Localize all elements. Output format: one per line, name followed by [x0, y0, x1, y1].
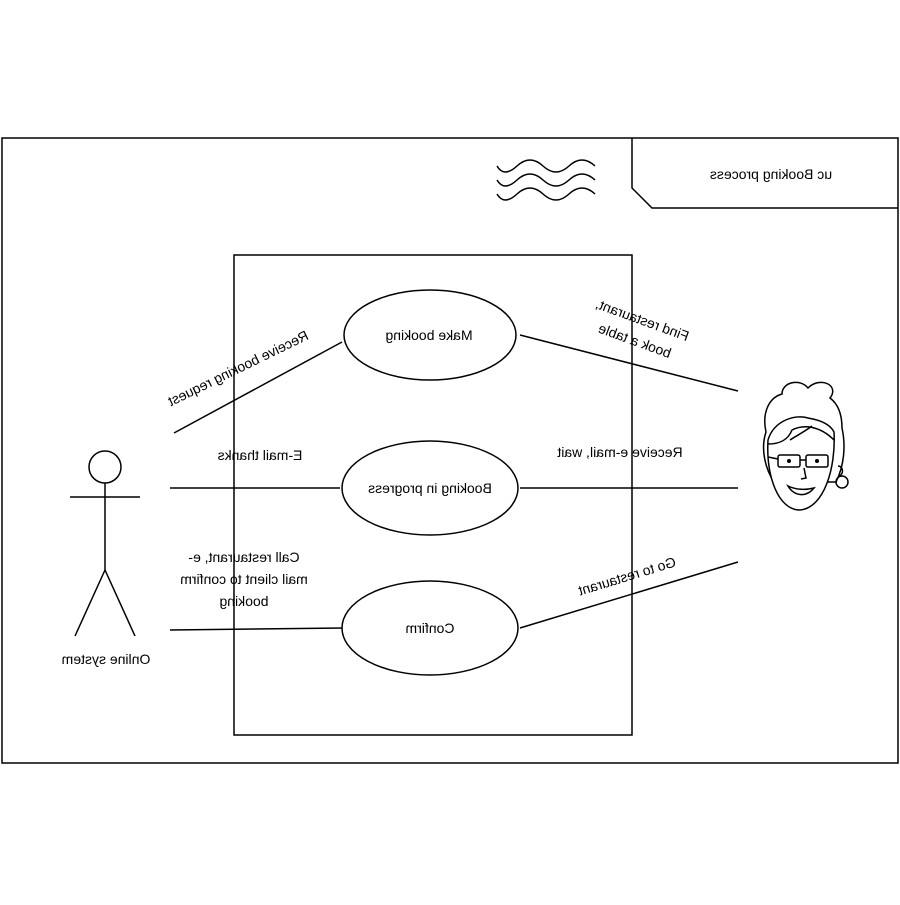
label-call-restaurant: Call restaurant, e- mail client to confi…	[180, 549, 308, 609]
association-label-call-restaurant-line1: Call restaurant, e-	[188, 549, 300, 565]
wave-decoration-icon	[496, 159, 596, 201]
association-find-restaurant	[519, 334, 739, 392]
association-label-call-restaurant-line2: mail client to confirm	[180, 571, 308, 587]
diagram-frame	[1, 137, 899, 764]
stick-figure-actor-icon	[70, 450, 140, 637]
use-case-make-booking-ellipse	[343, 289, 517, 381]
label-email-thanks: E-mail thanks	[218, 447, 303, 463]
association-label-receive-request: Receive booking request	[165, 327, 311, 409]
use-case-confirm: Confirm	[405, 620, 454, 636]
frame-title-text: uc Booking process	[710, 166, 832, 182]
association-call-restaurant	[169, 627, 345, 631]
label-find-restaurant: Find restaurant, book a table	[594, 295, 692, 361]
association-receive-request	[173, 341, 343, 434]
association-label-go-to-restaurant: Go to restaurant	[576, 554, 678, 599]
use-case-confirm-label: Confirm	[405, 620, 454, 636]
frame-title-tab	[631, 138, 898, 209]
label-go-to-restaurant: Go to restaurant	[576, 554, 678, 599]
association-label-call-restaurant-line3: booking	[219, 593, 268, 609]
use-case-booking-in-progress-ellipse	[341, 440, 519, 536]
woman-with-glasses-icon	[762, 381, 849, 511]
label-receive-email: Receive e-mail, wait	[557, 444, 682, 460]
label-receive-booking-request: Receive booking request	[165, 327, 311, 409]
frame-title: uc Booking process	[710, 166, 832, 182]
use-case-make-booking-label: Make booking	[385, 327, 472, 343]
association-label-receive-email: Receive e-mail, wait	[557, 444, 682, 460]
use-case-booking-in-progress-label: Booking in progress	[368, 480, 492, 496]
association-label-email-thanks: E-mail thanks	[218, 447, 303, 463]
actor-system: Online system	[62, 651, 151, 667]
use-case-booking-in-progress: Booking in progress	[368, 480, 492, 496]
system-boundary	[233, 254, 633, 736]
actor-system-label: Online system	[62, 651, 151, 667]
association-go-to-restaurant	[519, 561, 739, 629]
use-case-make-booking: Make booking	[385, 327, 472, 343]
use-case-confirm-ellipse	[341, 580, 519, 676]
